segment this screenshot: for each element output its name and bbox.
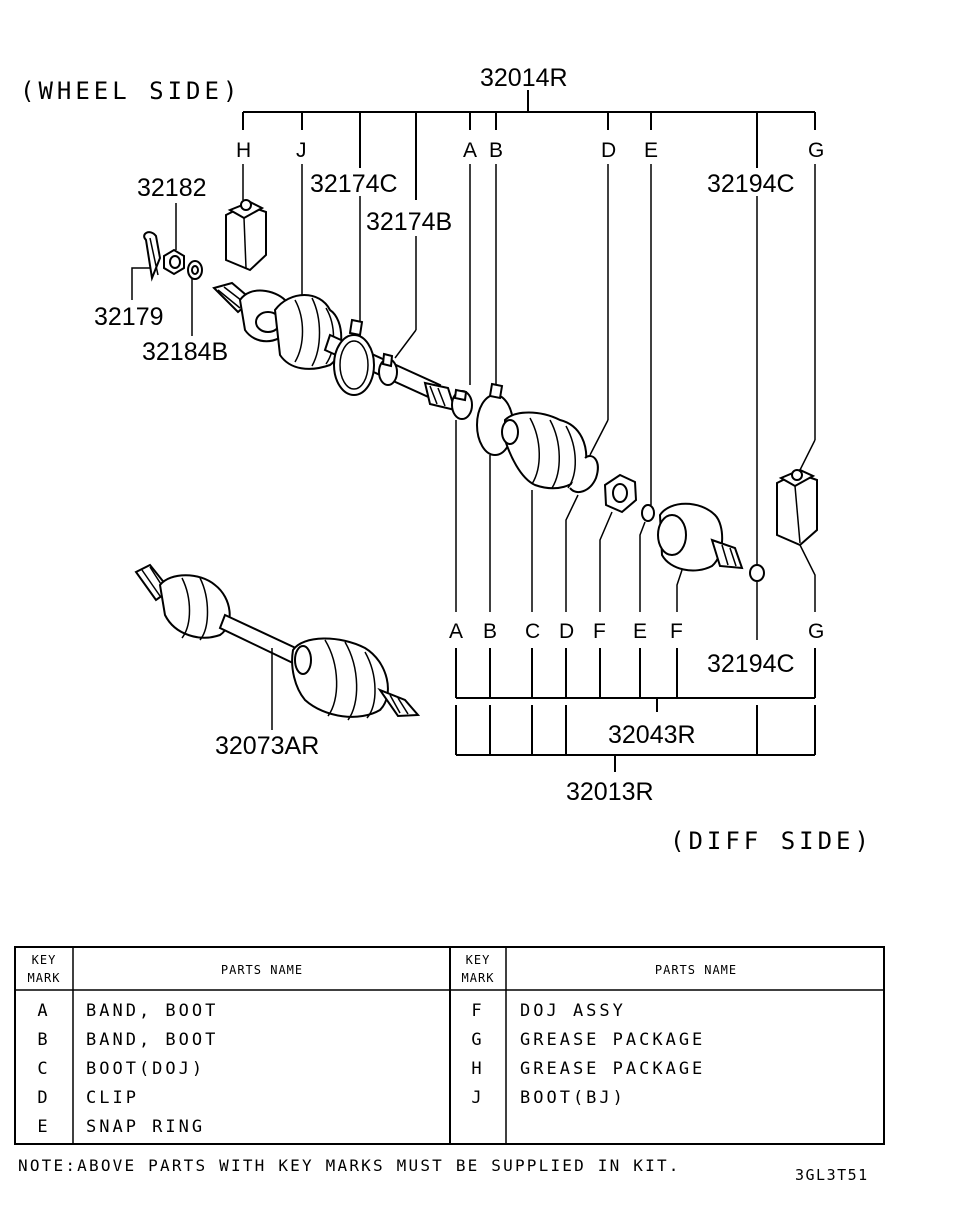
part-number-32174B[interactable]: 32174B bbox=[366, 208, 452, 236]
boot-band-32174B bbox=[378, 352, 398, 386]
key-mark-F-bottom-2: F bbox=[670, 620, 683, 643]
band-A bbox=[451, 388, 473, 420]
table-row-key: H bbox=[471, 1059, 484, 1079]
table-row-key: A bbox=[37, 1001, 50, 1021]
doj-housing-F bbox=[657, 502, 744, 572]
part-number-32014R[interactable]: 32014R bbox=[480, 64, 568, 92]
table-row-name: DOJ ASSY bbox=[520, 1001, 626, 1021]
wheel-side-label: (WHEEL SIDE) bbox=[20, 77, 241, 105]
header-parts-name-right: PARTS NAME bbox=[655, 963, 737, 977]
part-number-32182[interactable]: 32182 bbox=[137, 174, 207, 202]
table-row-name: BOOT(DOJ) bbox=[86, 1059, 205, 1079]
snap-ring-E bbox=[641, 504, 655, 522]
key-mark-B-bottom: B bbox=[483, 620, 497, 643]
small-part-leaders bbox=[131, 203, 193, 336]
circlip-32194C bbox=[749, 564, 765, 582]
key-mark-G-top: G bbox=[808, 139, 824, 162]
table-row-name: GREASE PACKAGE bbox=[520, 1030, 705, 1050]
kit-note: NOTE:ABOVE PARTS WITH KEY MARKS MUST BE … bbox=[18, 1156, 681, 1175]
part-number-32194C-bottom[interactable]: 32194C bbox=[707, 650, 795, 678]
diff-side-label: (DIFF SIDE) bbox=[670, 827, 873, 855]
washer-32184B bbox=[187, 260, 203, 280]
key-mark-E-top: E bbox=[644, 139, 658, 162]
part-number-32073AR[interactable]: 32073AR bbox=[215, 732, 319, 760]
assembled-drive-shaft-32073AR bbox=[134, 563, 421, 730]
part-number-32194C-top[interactable]: 32194C bbox=[707, 170, 795, 198]
key-mark-G-bottom: G bbox=[808, 620, 824, 643]
outboard-joint-assembly bbox=[212, 281, 457, 412]
header-key-mark-right-line2: MARK bbox=[462, 971, 495, 985]
top-leader-lines bbox=[242, 164, 816, 565]
kit-parts-table: KEY MARK PARTS NAME KEY MARK PARTS NAME … bbox=[14, 946, 885, 1145]
table-row-name: BAND, BOOT bbox=[86, 1001, 218, 1021]
clip-D bbox=[569, 455, 599, 494]
bracket-32013R bbox=[455, 705, 816, 772]
table-row-key: F bbox=[471, 1001, 484, 1021]
key-mark-D-bottom: D bbox=[559, 620, 574, 643]
table-row-name: BOOT(BJ) bbox=[520, 1088, 626, 1108]
doj-inner-race-F bbox=[603, 473, 638, 514]
table-row-key: C bbox=[37, 1059, 50, 1079]
boot-band-32174C bbox=[333, 318, 375, 396]
doj-boot-C bbox=[501, 411, 588, 490]
key-mark-C-bottom: C bbox=[525, 620, 540, 643]
table-row-name: CLIP bbox=[86, 1088, 139, 1108]
top-key-letters: H J A B D E G bbox=[236, 139, 824, 162]
key-mark-H-top: H bbox=[236, 139, 251, 162]
table-row-key: J bbox=[471, 1088, 484, 1108]
part-number-32184B[interactable]: 32184B bbox=[142, 338, 228, 366]
part-number-32174C[interactable]: 32174C bbox=[310, 170, 398, 198]
key-mark-D-top: D bbox=[601, 139, 616, 162]
bottom-leader-lines bbox=[455, 420, 758, 640]
nut-32182 bbox=[163, 248, 185, 276]
header-key-mark-right-line1: KEY bbox=[466, 953, 491, 967]
key-mark-B-top: B bbox=[489, 139, 503, 162]
header-key-mark-left-line2: MARK bbox=[28, 971, 61, 985]
key-mark-A-bottom: A bbox=[449, 620, 463, 643]
key-mark-E-bottom: E bbox=[633, 620, 647, 643]
table-row-key: E bbox=[37, 1117, 50, 1137]
table-row-key: B bbox=[37, 1030, 50, 1050]
part-number-32043R[interactable]: 32043R bbox=[608, 721, 696, 749]
header-key-mark-left-line1: KEY bbox=[32, 953, 57, 967]
table-row-key: D bbox=[37, 1088, 50, 1108]
part-number-32013R[interactable]: 32013R bbox=[566, 778, 654, 806]
grease-package-H bbox=[225, 199, 267, 272]
key-mark-F-bottom-1: F bbox=[593, 620, 606, 643]
table-row-key: G bbox=[471, 1030, 484, 1050]
key-mark-A-top: A bbox=[463, 139, 477, 162]
key-mark-J-top: J bbox=[296, 139, 307, 162]
drawing-code: 3GL3T51 bbox=[795, 1166, 869, 1184]
table-row-name: SNAP RING bbox=[86, 1117, 205, 1137]
grease-package-G bbox=[776, 468, 818, 547]
bracket-32014R bbox=[242, 90, 816, 200]
bottom-key-letters: A B C D F E F G bbox=[449, 620, 824, 643]
header-parts-name-left: PARTS NAME bbox=[221, 963, 303, 977]
bracket-32043R bbox=[455, 648, 816, 712]
cotter-pin-32179 bbox=[143, 231, 162, 282]
table-row-name: GREASE PACKAGE bbox=[520, 1059, 705, 1079]
part-number-32179[interactable]: 32179 bbox=[94, 303, 164, 331]
table-row-name: BAND, BOOT bbox=[86, 1030, 218, 1050]
